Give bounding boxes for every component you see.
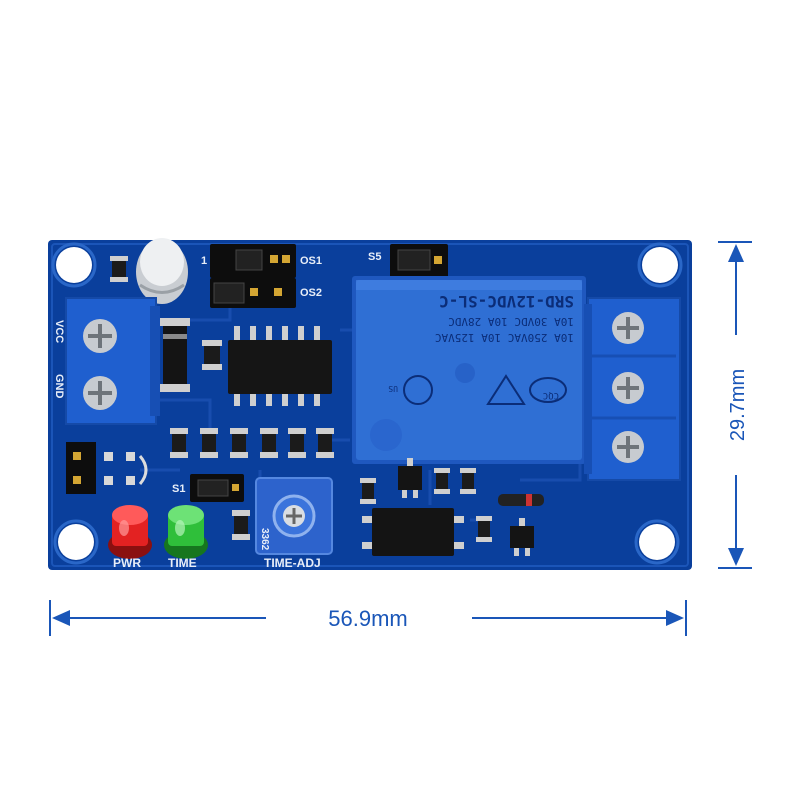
mounting-hole	[639, 524, 675, 560]
triangle-mark-icon	[486, 374, 526, 405]
capacitor	[136, 238, 188, 304]
s5-jumper[interactable]	[390, 244, 448, 278]
label-s5: S5	[368, 251, 381, 263]
ic-chip	[228, 326, 332, 406]
resistor-row	[170, 428, 334, 458]
height-label: 29.7mm	[727, 369, 749, 441]
label-time: TIME	[168, 556, 197, 570]
label-gnd: GND	[53, 374, 65, 399]
relay-mark-us: US	[388, 384, 398, 393]
s1-jumper[interactable]	[190, 474, 244, 502]
label-pwr: PWR	[113, 556, 141, 570]
width-label: 56.9mm	[328, 606, 407, 631]
label-time-adj: TIME-ADJ	[264, 556, 321, 570]
mounting-hole	[58, 524, 94, 560]
height-dimension	[718, 241, 752, 569]
transistor	[398, 458, 422, 498]
relay	[352, 276, 586, 464]
transistor	[510, 518, 534, 556]
relay-mark-cqc: CQC	[543, 390, 559, 400]
trigger-header[interactable]	[66, 442, 148, 494]
led-red	[108, 505, 152, 559]
label-os2: OS2	[300, 287, 322, 299]
label-s1: S1	[172, 483, 185, 495]
led-green	[164, 505, 208, 559]
relay-model: SRD-12VDC-SL-C	[439, 292, 574, 311]
input-terminal-block[interactable]	[65, 297, 160, 425]
ul-mark-icon	[403, 375, 433, 405]
small-diode	[498, 494, 544, 506]
mounting-hole	[56, 247, 92, 283]
time-adj-potentiometer[interactable]	[255, 477, 333, 555]
label-pot-code: 3362	[259, 528, 270, 551]
label-jumper-pin: 1	[201, 255, 207, 267]
relay-rating-ac: 10A 250VAC 10A 125VAC	[435, 331, 574, 344]
diode	[160, 318, 190, 392]
width-dimension	[49, 600, 687, 636]
os-jumper-header[interactable]	[210, 244, 296, 308]
relay-rating-dc: 10A 30VDC 10A 28VDC	[448, 315, 574, 328]
label-vcc: VCC	[53, 320, 65, 343]
label-os1: OS1	[300, 255, 322, 267]
output-terminal-block[interactable]	[584, 297, 681, 481]
optocoupler	[362, 508, 464, 556]
mounting-hole	[642, 247, 678, 283]
cqc-mark-icon	[529, 377, 567, 403]
